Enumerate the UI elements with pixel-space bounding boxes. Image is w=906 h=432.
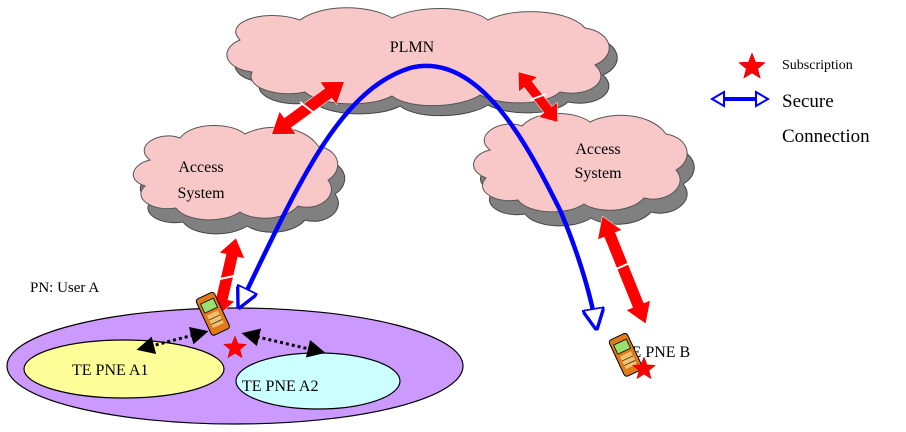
link-plmn-access-right bbox=[518, 71, 558, 123]
ue-phone-icon-a bbox=[195, 291, 230, 336]
legend-double-arrow-icon bbox=[710, 90, 770, 108]
te-pne-a1-label: TE PNE A1 bbox=[72, 362, 148, 379]
access-left-line2: System bbox=[177, 185, 225, 202]
secure-connection-arc bbox=[240, 63, 596, 326]
link-access-left-plmn bbox=[271, 81, 345, 135]
access-system-right-cloud: Access System bbox=[473, 112, 695, 227]
legend-star-icon bbox=[738, 52, 766, 79]
local-link-a2 bbox=[241, 328, 326, 358]
te-pne-a2-label: TE PNE A2 bbox=[242, 378, 318, 395]
link-access-right-ue-b bbox=[597, 215, 651, 325]
access-left-line1: Access bbox=[178, 159, 223, 176]
local-link-a1 bbox=[136, 326, 209, 355]
access-right-line2: System bbox=[574, 165, 622, 182]
subscription-star-a bbox=[222, 335, 248, 359]
access-system-left-cloud: Access System bbox=[132, 124, 346, 235]
legend-subscription-label: Subscription bbox=[782, 58, 853, 73]
legend-secure-label-2: Connection bbox=[782, 126, 870, 147]
legend: Subscription Secure Connection bbox=[710, 52, 870, 147]
te-pne-a1-ellipse bbox=[23, 339, 225, 399]
legend-secure-label-1: Secure bbox=[782, 91, 834, 112]
plmn-label: PLMN bbox=[390, 39, 435, 56]
subscription-star-b bbox=[631, 356, 657, 380]
access-right-line1: Access bbox=[575, 141, 620, 158]
pn-user-a-label: PN: User A bbox=[30, 280, 99, 296]
plmn-cloud: PLMN bbox=[226, 7, 618, 117]
